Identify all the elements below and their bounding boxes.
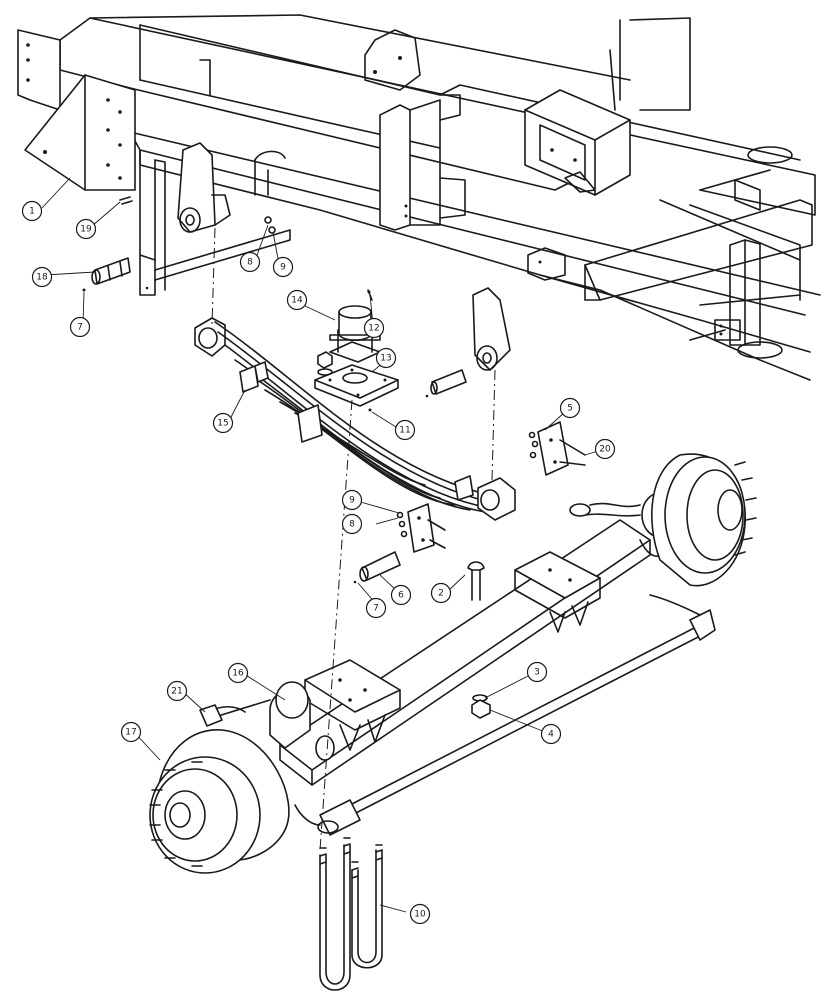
- callout-c2: 2: [430, 582, 452, 604]
- callout-c3: 3: [526, 661, 548, 683]
- callout-label: 17: [125, 728, 136, 738]
- front-shackle-hardware: [82, 196, 276, 292]
- callout-c5: 5: [559, 397, 581, 419]
- alignment-centerlines: [211, 227, 496, 851]
- callout-circle: [526, 661, 548, 683]
- callout-c19: 19: [75, 218, 97, 240]
- callout-circle: [69, 316, 91, 338]
- callout-circle: [375, 347, 397, 369]
- callout-circle: [75, 218, 97, 240]
- callout-circle: [272, 256, 294, 278]
- callout-c13: 13: [375, 347, 397, 369]
- callout-circle: [409, 903, 431, 925]
- callout-c17: 17: [120, 721, 142, 743]
- callout-circle: [227, 662, 249, 684]
- callout-label: 9: [349, 496, 355, 506]
- callout-c16: 16: [227, 662, 249, 684]
- callout-circle: [540, 723, 562, 745]
- callout-c18: 18: [31, 266, 53, 288]
- callout-c9b: 9: [341, 489, 363, 511]
- callout-label: 16: [232, 669, 244, 679]
- callout-circle: [341, 513, 363, 535]
- callout-circle: [559, 397, 581, 419]
- callout-c6: 6: [390, 584, 412, 606]
- leaf-spring: [194, 317, 516, 521]
- callout-c7b: 7: [365, 597, 387, 619]
- callout-label: 5: [567, 404, 573, 414]
- callout-c12: 12: [363, 317, 385, 339]
- callout-label: 14: [291, 296, 303, 306]
- callout-label: 11: [399, 426, 410, 436]
- callout-label: 3: [534, 668, 540, 678]
- callout-leaders: [41, 177, 599, 913]
- callout-circle: [390, 584, 412, 606]
- callout-c20: 20: [594, 438, 616, 460]
- right-hub-drum: [651, 453, 757, 587]
- callout-label: 21: [171, 687, 182, 697]
- callout-circle: [166, 680, 188, 702]
- callout-circle: [120, 721, 142, 743]
- callout-label: 8: [349, 520, 355, 530]
- callout-c10: 10: [409, 903, 431, 925]
- u-bolts: [319, 837, 383, 991]
- callout-c21: 21: [166, 680, 188, 702]
- callout-c8b: 8: [341, 513, 363, 535]
- callout-circle: [394, 419, 416, 441]
- callout-c9a: 9: [272, 256, 294, 278]
- callout-c4: 4: [540, 723, 562, 745]
- callout-label: 10: [414, 910, 426, 920]
- callout-circle: [594, 438, 616, 460]
- callout-circle: [363, 317, 385, 339]
- callout-c8a: 8: [239, 251, 261, 273]
- callout-circle: [286, 289, 308, 311]
- callout-label: 7: [373, 604, 379, 614]
- callout-label: 2: [438, 589, 444, 599]
- callout-circle: [341, 489, 363, 511]
- callout-label: 4: [548, 730, 554, 740]
- callout-c1: 1: [21, 200, 43, 222]
- callout-circle: [430, 582, 452, 604]
- left-hub-drum: [149, 729, 290, 874]
- callout-c7a: 7: [69, 316, 91, 338]
- callout-c14: 14: [286, 289, 308, 311]
- callout-c11: 11: [394, 419, 416, 441]
- callout-label: 6: [398, 591, 404, 601]
- callout-label: 19: [80, 225, 92, 235]
- rear-shackle-hardware: [353, 369, 586, 584]
- callout-label: 15: [217, 419, 228, 429]
- callout-label: 9: [280, 263, 286, 273]
- callout-label: 12: [368, 324, 379, 334]
- axle-assembly: [199, 492, 716, 836]
- callout-label: 1: [29, 207, 35, 217]
- callout-c15: 15: [212, 412, 234, 434]
- callout-circle: [365, 597, 387, 619]
- callout-label: 13: [380, 354, 391, 364]
- callout-circle: [21, 200, 43, 222]
- callout-label: 8: [247, 258, 253, 268]
- callout-circle: [31, 266, 53, 288]
- chassis-frame: [17, 14, 821, 381]
- callout-label: 7: [77, 323, 83, 333]
- callout-label: 18: [36, 273, 48, 283]
- callout-circle: [212, 412, 234, 434]
- callout-label: 20: [599, 445, 611, 455]
- callout-circle: [239, 251, 261, 273]
- spring-seat-assembly: [314, 289, 399, 412]
